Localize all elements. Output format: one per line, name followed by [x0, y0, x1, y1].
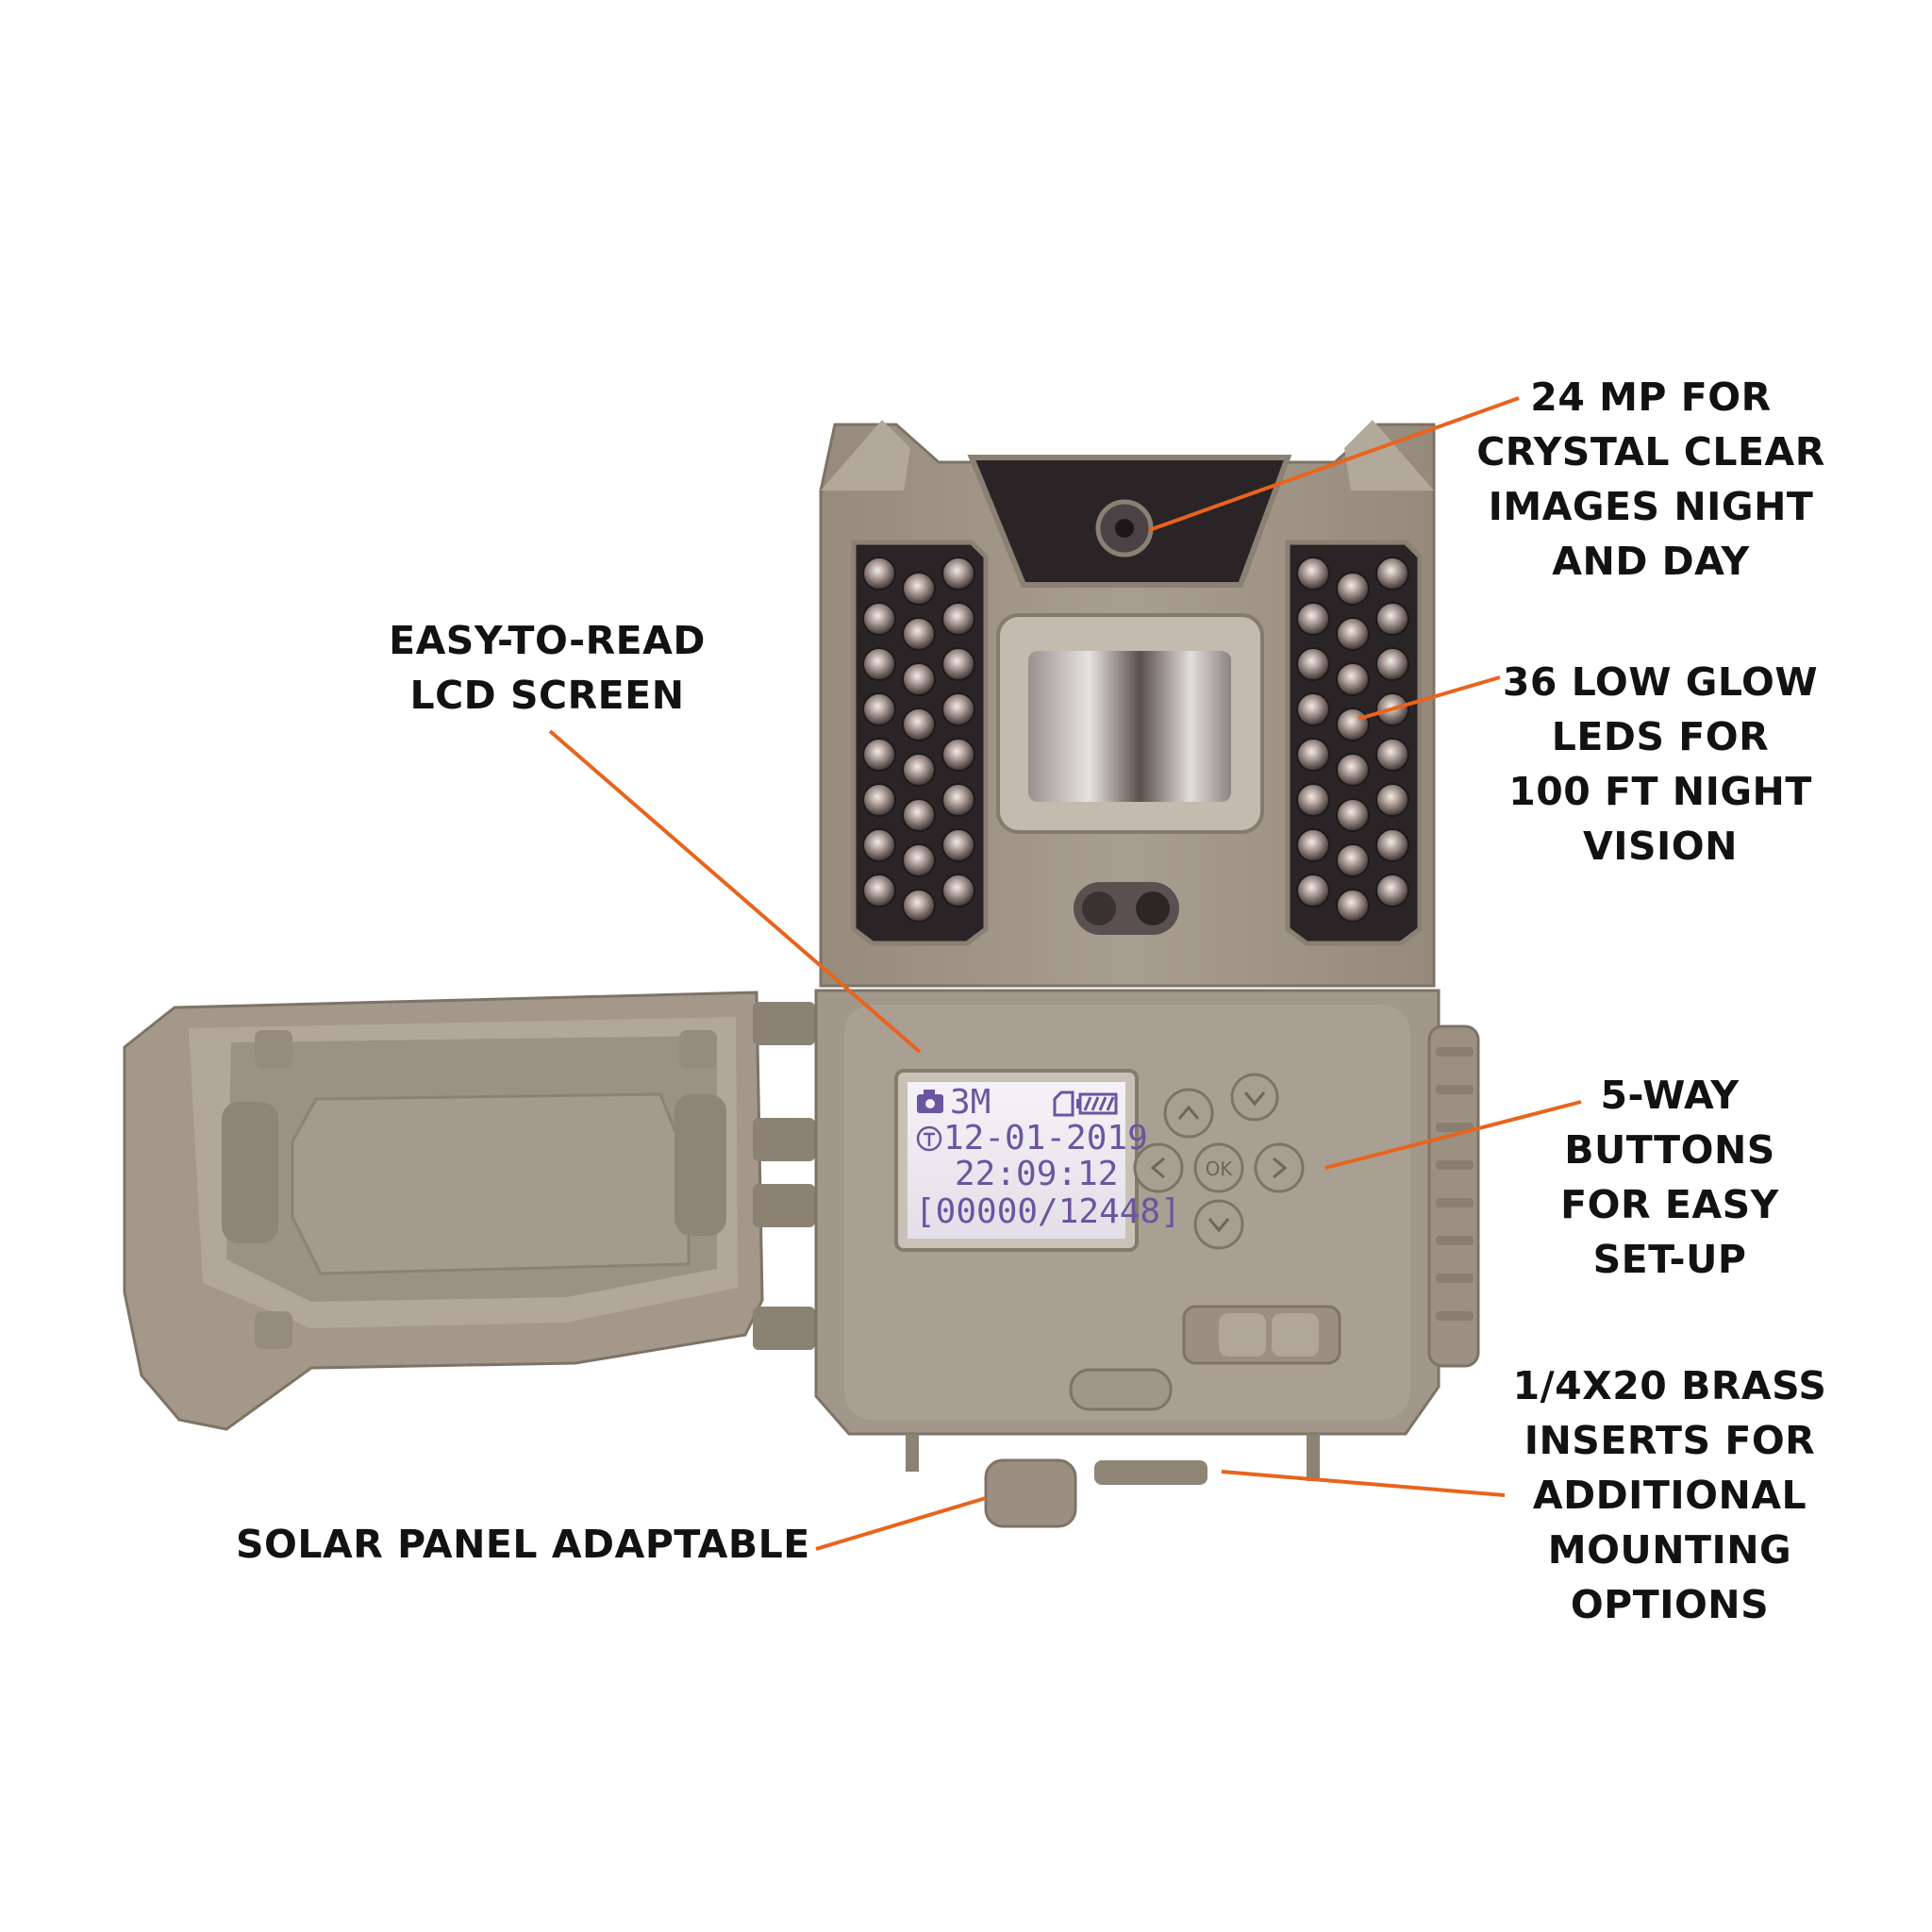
ir-led — [941, 874, 975, 908]
callout-brass-inserts: 1/4X20 BRASS INSERTS FOR ADDITIONAL MOUN… — [1512, 1363, 1827, 1627]
ir-led — [941, 692, 975, 726]
timer-icon — [916, 1125, 942, 1152]
callout-solar-panel: SOLAR PANEL ADAPTABLE — [236, 1522, 810, 1567]
ir-led — [1296, 647, 1330, 681]
motion-sensor — [996, 613, 1264, 834]
ir-led — [1375, 783, 1409, 817]
open-door — [123, 991, 815, 1431]
ir-led — [1375, 828, 1409, 862]
ir-led — [862, 738, 896, 772]
ir-led — [941, 828, 975, 862]
ir-led — [902, 843, 936, 877]
battery-icon — [1076, 1092, 1118, 1115]
chevron-right-icon — [1273, 1157, 1288, 1179]
chevron-left-icon — [1150, 1157, 1165, 1179]
callout-lcd-screen: EASY-TO-READ LCD SCREEN — [389, 618, 706, 718]
light-sensors — [1074, 882, 1179, 935]
ir-led — [1296, 602, 1330, 636]
lcd-resolution: 3M — [950, 1083, 991, 1122]
down-button[interactable] — [1193, 1199, 1244, 1250]
ir-led — [902, 708, 936, 741]
ir-led — [1296, 557, 1330, 591]
ir-led — [1336, 798, 1370, 832]
ir-led — [902, 617, 936, 651]
ir-led — [1336, 572, 1370, 606]
menu-up-button[interactable] — [1163, 1088, 1214, 1139]
camera-icon — [917, 1090, 943, 1113]
ir-led — [1375, 557, 1409, 591]
ir-led — [1296, 692, 1330, 726]
ir-led — [862, 602, 896, 636]
ir-led — [1375, 738, 1409, 772]
led-panel-left — [851, 540, 989, 946]
left-button[interactable] — [1133, 1142, 1184, 1193]
lcd-time: 22:09:12 — [955, 1155, 1118, 1193]
led-panel-right — [1285, 540, 1423, 946]
callout-24mp: 24 MP FOR CRYSTAL CLEAR IMAGES NIGHT AND… — [1476, 375, 1825, 584]
ir-led — [941, 783, 975, 817]
ir-led — [1296, 828, 1330, 862]
ir-led — [902, 889, 936, 923]
ok-icon: OK — [1206, 1158, 1234, 1180]
callout-leds: 36 LOW GLOW LEDS FOR 100 FT NIGHT VISION — [1502, 659, 1819, 869]
ir-led — [1336, 662, 1370, 696]
ir-led — [1296, 738, 1330, 772]
ir-led — [941, 738, 975, 772]
ir-led — [1375, 602, 1409, 636]
ir-led — [902, 572, 936, 606]
ir-led — [1336, 843, 1370, 877]
five-way-buttons: OK — [1133, 1073, 1305, 1250]
chevron-down-icon — [1208, 1218, 1230, 1233]
right-button[interactable] — [1254, 1142, 1305, 1193]
ir-led — [862, 557, 896, 591]
ir-led — [902, 753, 936, 787]
ir-led — [1296, 783, 1330, 817]
ir-led — [1296, 874, 1330, 908]
camera-lens-window — [967, 455, 1292, 588]
power-switch[interactable] — [1182, 1305, 1341, 1365]
ir-led — [1375, 647, 1409, 681]
ir-led — [862, 783, 896, 817]
ir-led — [902, 662, 936, 696]
callout-5way-buttons: 5-WAY BUTTONS FOR EASY SET-UP — [1560, 1073, 1779, 1282]
ir-led — [941, 602, 975, 636]
ir-led — [1336, 708, 1370, 741]
ok-button[interactable]: OK — [1193, 1142, 1244, 1193]
up-button[interactable] — [1230, 1073, 1279, 1122]
chevron-down-icon — [1243, 1091, 1266, 1107]
lcd-date: 12-01-2019 — [943, 1119, 1148, 1158]
ir-led — [862, 647, 896, 681]
chevron-up-icon — [1177, 1105, 1200, 1120]
ir-led — [1336, 753, 1370, 787]
sd-card-icon — [1053, 1091, 1074, 1117]
test-button[interactable] — [1069, 1368, 1173, 1411]
ir-led — [941, 647, 975, 681]
ir-led — [1375, 874, 1409, 908]
ir-led — [1336, 617, 1370, 651]
ir-led — [1336, 889, 1370, 923]
ir-led — [862, 874, 896, 908]
ir-led — [862, 828, 896, 862]
lcd-counter: [00000/12448] — [915, 1192, 1181, 1231]
ir-led — [862, 692, 896, 726]
ir-led — [941, 557, 975, 591]
callout-lines — [548, 396, 1582, 1551]
ir-led — [902, 798, 936, 832]
